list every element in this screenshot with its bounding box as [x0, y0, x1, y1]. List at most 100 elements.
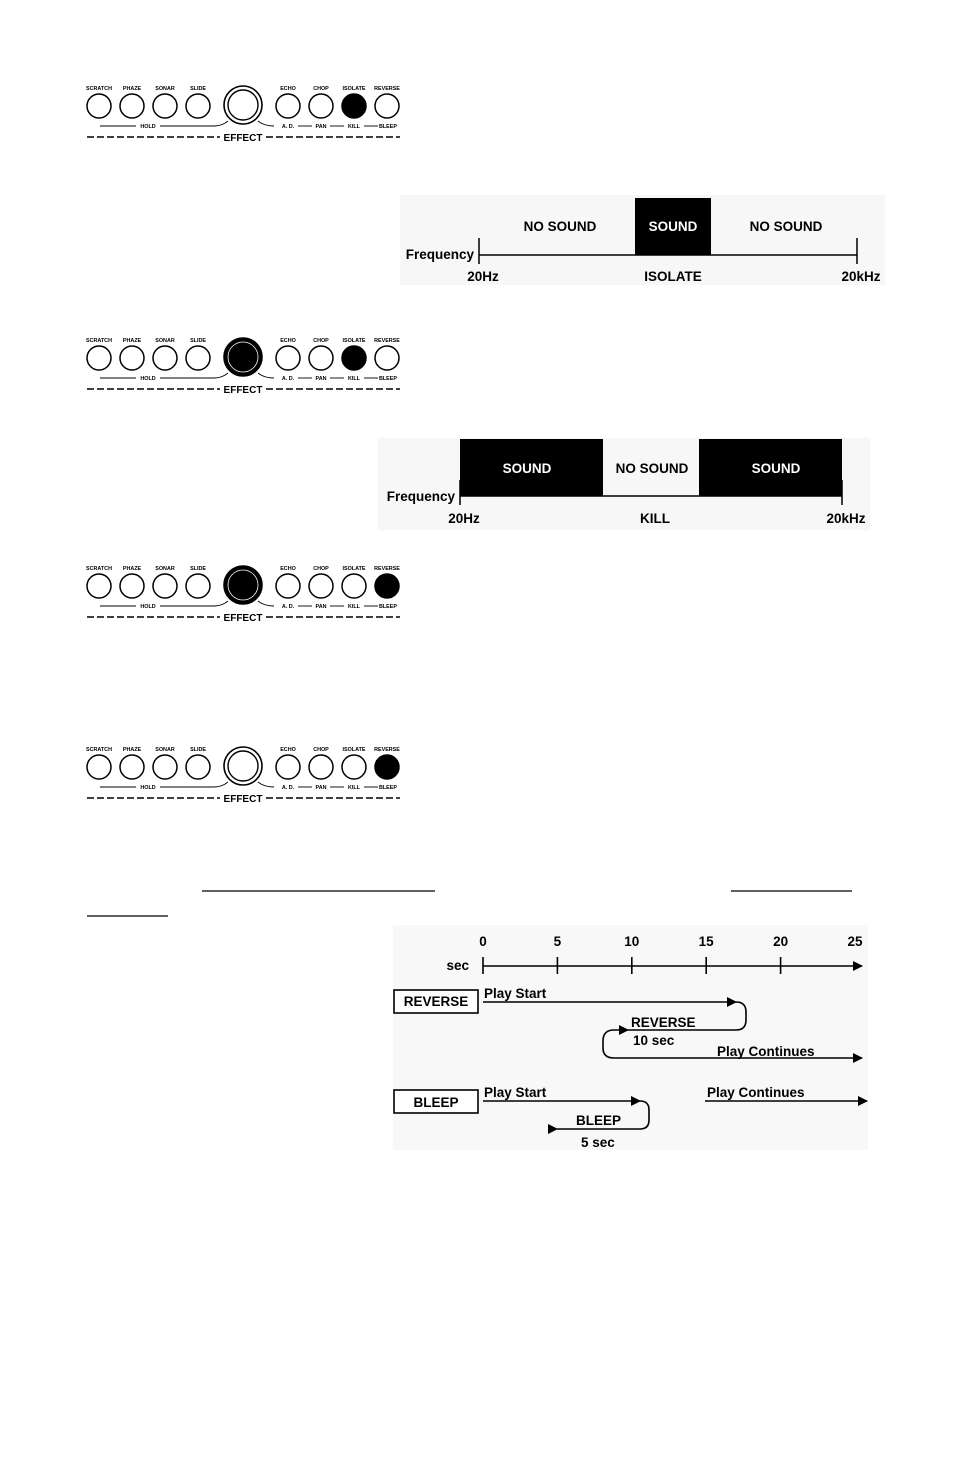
isolate-band-right-label: NO SOUND [750, 219, 823, 234]
isolate-axis-label: Frequency [406, 247, 475, 262]
panel-button-phaze[interactable] [119, 754, 145, 780]
panel-group-label: A. D. [282, 124, 295, 130]
panel-button-label: SLIDE [190, 338, 206, 344]
panel-button-echo[interactable] [275, 573, 301, 599]
panel-button-chop[interactable] [308, 93, 334, 119]
panel-button-reverse[interactable] [374, 345, 400, 371]
panel-group-label: KILL [348, 604, 361, 610]
panel-button-slide[interactable] [185, 573, 211, 599]
panel-button-echo[interactable] [275, 345, 301, 371]
panel-button-label: CHOP [313, 86, 329, 92]
time-axis-unit: sec [446, 958, 469, 973]
panel-button-sonar[interactable] [152, 573, 178, 599]
panel-button-scratch[interactable] [86, 345, 112, 371]
panel-button-label: SLIDE [190, 747, 206, 753]
panel-button-label: CHOP [313, 338, 329, 344]
panel-button-echo[interactable] [275, 93, 301, 119]
panel-button-echo[interactable] [275, 754, 301, 780]
panel-button-slide[interactable] [185, 93, 211, 119]
panel-button-label: PHAZE [123, 338, 142, 344]
panel-button-chop[interactable] [308, 754, 334, 780]
reverse-loop-time: 10 sec [633, 1033, 675, 1048]
panel-button-isolate[interactable] [341, 345, 367, 371]
time-axis-tick-label: 5 [554, 934, 562, 949]
time-axis-tick-label: 25 [847, 934, 863, 949]
panel-button-label: SONAR [155, 86, 175, 92]
bleep-row-label-box [393, 1089, 479, 1114]
panel-group-label: BLEEP [379, 785, 397, 791]
panel-group-label: A. D. [282, 376, 295, 382]
panel-button-label: SLIDE [190, 86, 206, 92]
effect-label: EFFECT [224, 794, 263, 805]
panel-button-isolate[interactable] [341, 573, 367, 599]
panel-button-reverse[interactable] [374, 573, 400, 599]
reverse-loop-label: REVERSE [631, 1015, 696, 1030]
panel-group-label: PAN [316, 376, 327, 382]
panel-button-sonar[interactable] [152, 754, 178, 780]
effect-dial-inner [227, 750, 259, 782]
panel-button-isolate[interactable] [341, 754, 367, 780]
bleep-play-continues: Play Continues [707, 1085, 805, 1100]
panel-button-label: ISOLATE [343, 86, 366, 92]
panel-button-label: SCRATCH [86, 338, 112, 344]
reverse-play-continues: Play Continues [717, 1044, 815, 1059]
isolate-left-tick: 20Hz [467, 269, 499, 284]
kill-axis-label: Frequency [387, 489, 456, 504]
panel-group-label: KILL [348, 785, 361, 791]
panel-button-label: ECHO [280, 566, 296, 572]
panel-button-scratch[interactable] [86, 573, 112, 599]
panel-button-sonar[interactable] [152, 93, 178, 119]
panel-button-phaze[interactable] [119, 93, 145, 119]
panel-button-reverse[interactable] [374, 93, 400, 119]
panel-group-label: HOLD [140, 376, 155, 382]
panel-button-label: REVERSE [374, 86, 400, 92]
effect-dial-inner [227, 569, 259, 601]
panel-group-label: PAN [316, 785, 327, 791]
bleep-loop-time: 5 sec [581, 1135, 615, 1150]
effect-dial-inner [227, 341, 259, 373]
panel-button-slide[interactable] [185, 345, 211, 371]
panel-button-label: PHAZE [123, 86, 142, 92]
kill-right-tick: 20kHz [826, 511, 865, 526]
panel-button-phaze[interactable] [119, 345, 145, 371]
panel-button-label: ISOLATE [343, 747, 366, 753]
panel-group-label: BLEEP [379, 376, 397, 382]
panel-button-label: ECHO [280, 747, 296, 753]
panel-button-scratch[interactable] [86, 93, 112, 119]
panel-button-label: SONAR [155, 338, 175, 344]
panel-button-label: CHOP [313, 747, 329, 753]
effect-label: EFFECT [224, 613, 263, 624]
isolate-band-left-label: NO SOUND [524, 219, 597, 234]
panel-button-scratch[interactable] [86, 754, 112, 780]
panel-button-reverse[interactable] [374, 754, 400, 780]
time-axis-tick-label: 15 [699, 934, 715, 949]
panel-button-chop[interactable] [308, 345, 334, 371]
panel-button-slide[interactable] [185, 754, 211, 780]
panel-group-label: KILL [348, 376, 361, 382]
panel-button-sonar[interactable] [152, 345, 178, 371]
panel-button-label: PHAZE [123, 566, 142, 572]
time-axis-tick-label: 0 [479, 934, 487, 949]
kill-band-right-label: SOUND [752, 461, 801, 476]
panel-group-label: A. D. [282, 604, 295, 610]
panel-button-label: ECHO [280, 86, 296, 92]
panel-group-label: HOLD [140, 604, 155, 610]
reverse-row-label-box [393, 989, 479, 1014]
panel-button-isolate[interactable] [341, 93, 367, 119]
effect-dial-inner [227, 89, 259, 121]
panel-button-label: ISOLATE [343, 338, 366, 344]
panel-button-phaze[interactable] [119, 573, 145, 599]
time-axis-tick-label: 10 [624, 934, 639, 949]
panel-group-label: HOLD [140, 785, 155, 791]
panel-button-chop[interactable] [308, 573, 334, 599]
panel-button-label: SLIDE [190, 566, 206, 572]
